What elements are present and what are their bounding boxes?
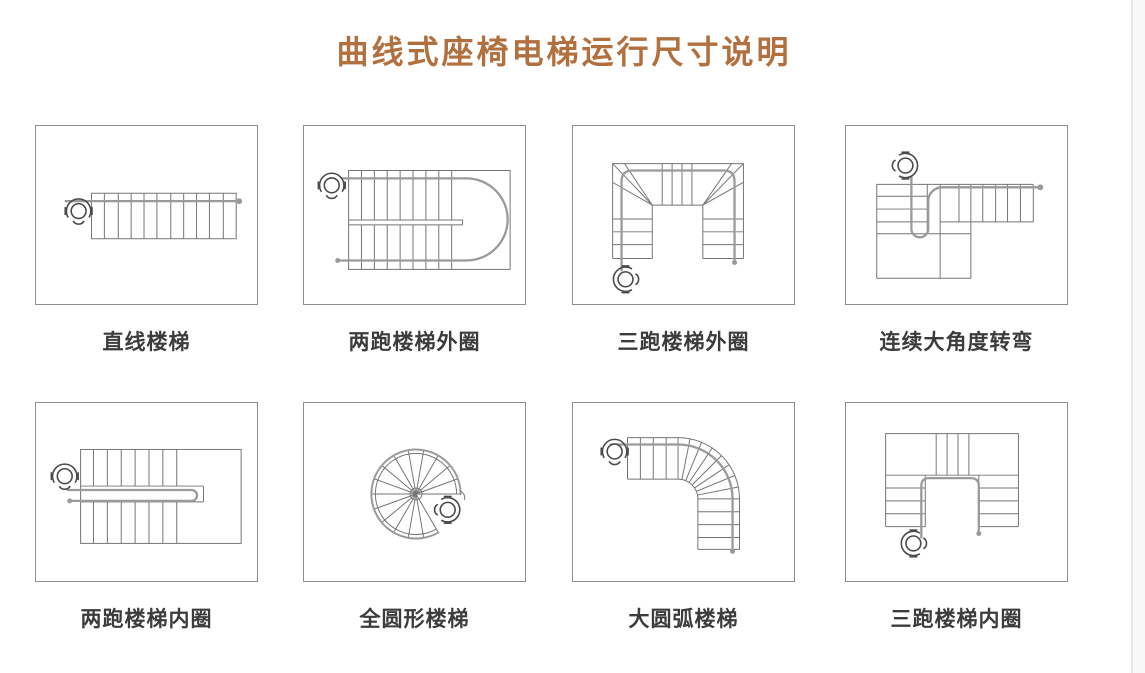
lift-rail xyxy=(910,175,1042,239)
diagram-caption: 两跑楼梯外圈 xyxy=(348,331,481,354)
diagram-card-large-arc-stair: 大圆弧楼梯 xyxy=(572,402,795,633)
diagram-card-three-flight-outer: 三跑楼梯外圈 xyxy=(572,125,795,356)
three-flight-outer-diagram xyxy=(612,163,744,294)
diagram-caption: 三跑楼梯内圈 xyxy=(890,608,1023,631)
lift-rail xyxy=(66,488,199,503)
lift-rail xyxy=(370,448,462,540)
lift-rail xyxy=(609,443,734,553)
diagram-frame xyxy=(35,402,258,582)
three-flight-inner-diagram xyxy=(885,433,1019,558)
diagram-card-continuous-sharp-turn: 连续大角度转弯 xyxy=(845,125,1068,356)
diagram-caption: 直线楼梯 xyxy=(102,331,191,354)
full-circle-stair-diagram xyxy=(370,448,466,540)
diagram-card-two-flight-inner: 两跑楼梯内圈 xyxy=(35,402,258,633)
lift-rail xyxy=(336,177,509,262)
diagram-caption: 连续大角度转弯 xyxy=(879,331,1034,354)
two-flight-inner-diagram xyxy=(50,448,242,544)
continuous-sharp-turn-diagram xyxy=(876,151,1044,279)
diagram-frame xyxy=(845,125,1068,305)
lift-rail xyxy=(920,477,980,539)
diagram-card-straight-stair: 直线楼梯 xyxy=(35,125,258,356)
diagram-frame xyxy=(572,402,795,582)
two-flight-outer-diagram xyxy=(317,170,511,270)
straight-stair-diagram xyxy=(64,192,243,240)
diagram-frame xyxy=(845,402,1068,582)
diagram-caption: 大圆弧楼梯 xyxy=(628,608,739,631)
diagram-caption: 全圆形楼梯 xyxy=(359,608,470,631)
diagram-card-full-circle-stair: 全圆形楼梯 xyxy=(303,402,526,633)
diagram-card-three-flight-inner: 三跑楼梯内圈 xyxy=(845,402,1068,633)
diagram-frame xyxy=(572,125,795,305)
page-title: 曲线式座椅电梯运行尺寸说明 xyxy=(336,34,792,70)
diagram-frame xyxy=(35,125,258,305)
diagram-frame xyxy=(303,402,526,582)
diagram-card-two-flight-outer: 两跑楼梯外圈 xyxy=(303,125,526,356)
diagram-caption: 两跑楼梯内圈 xyxy=(80,608,213,631)
lift-rail xyxy=(620,169,736,272)
large-arc-stair-diagram xyxy=(600,437,740,554)
diagram-frame xyxy=(303,125,526,305)
scrollbar-track[interactable] xyxy=(1131,0,1145,673)
diagram-caption: 三跑楼梯外圈 xyxy=(617,331,750,354)
